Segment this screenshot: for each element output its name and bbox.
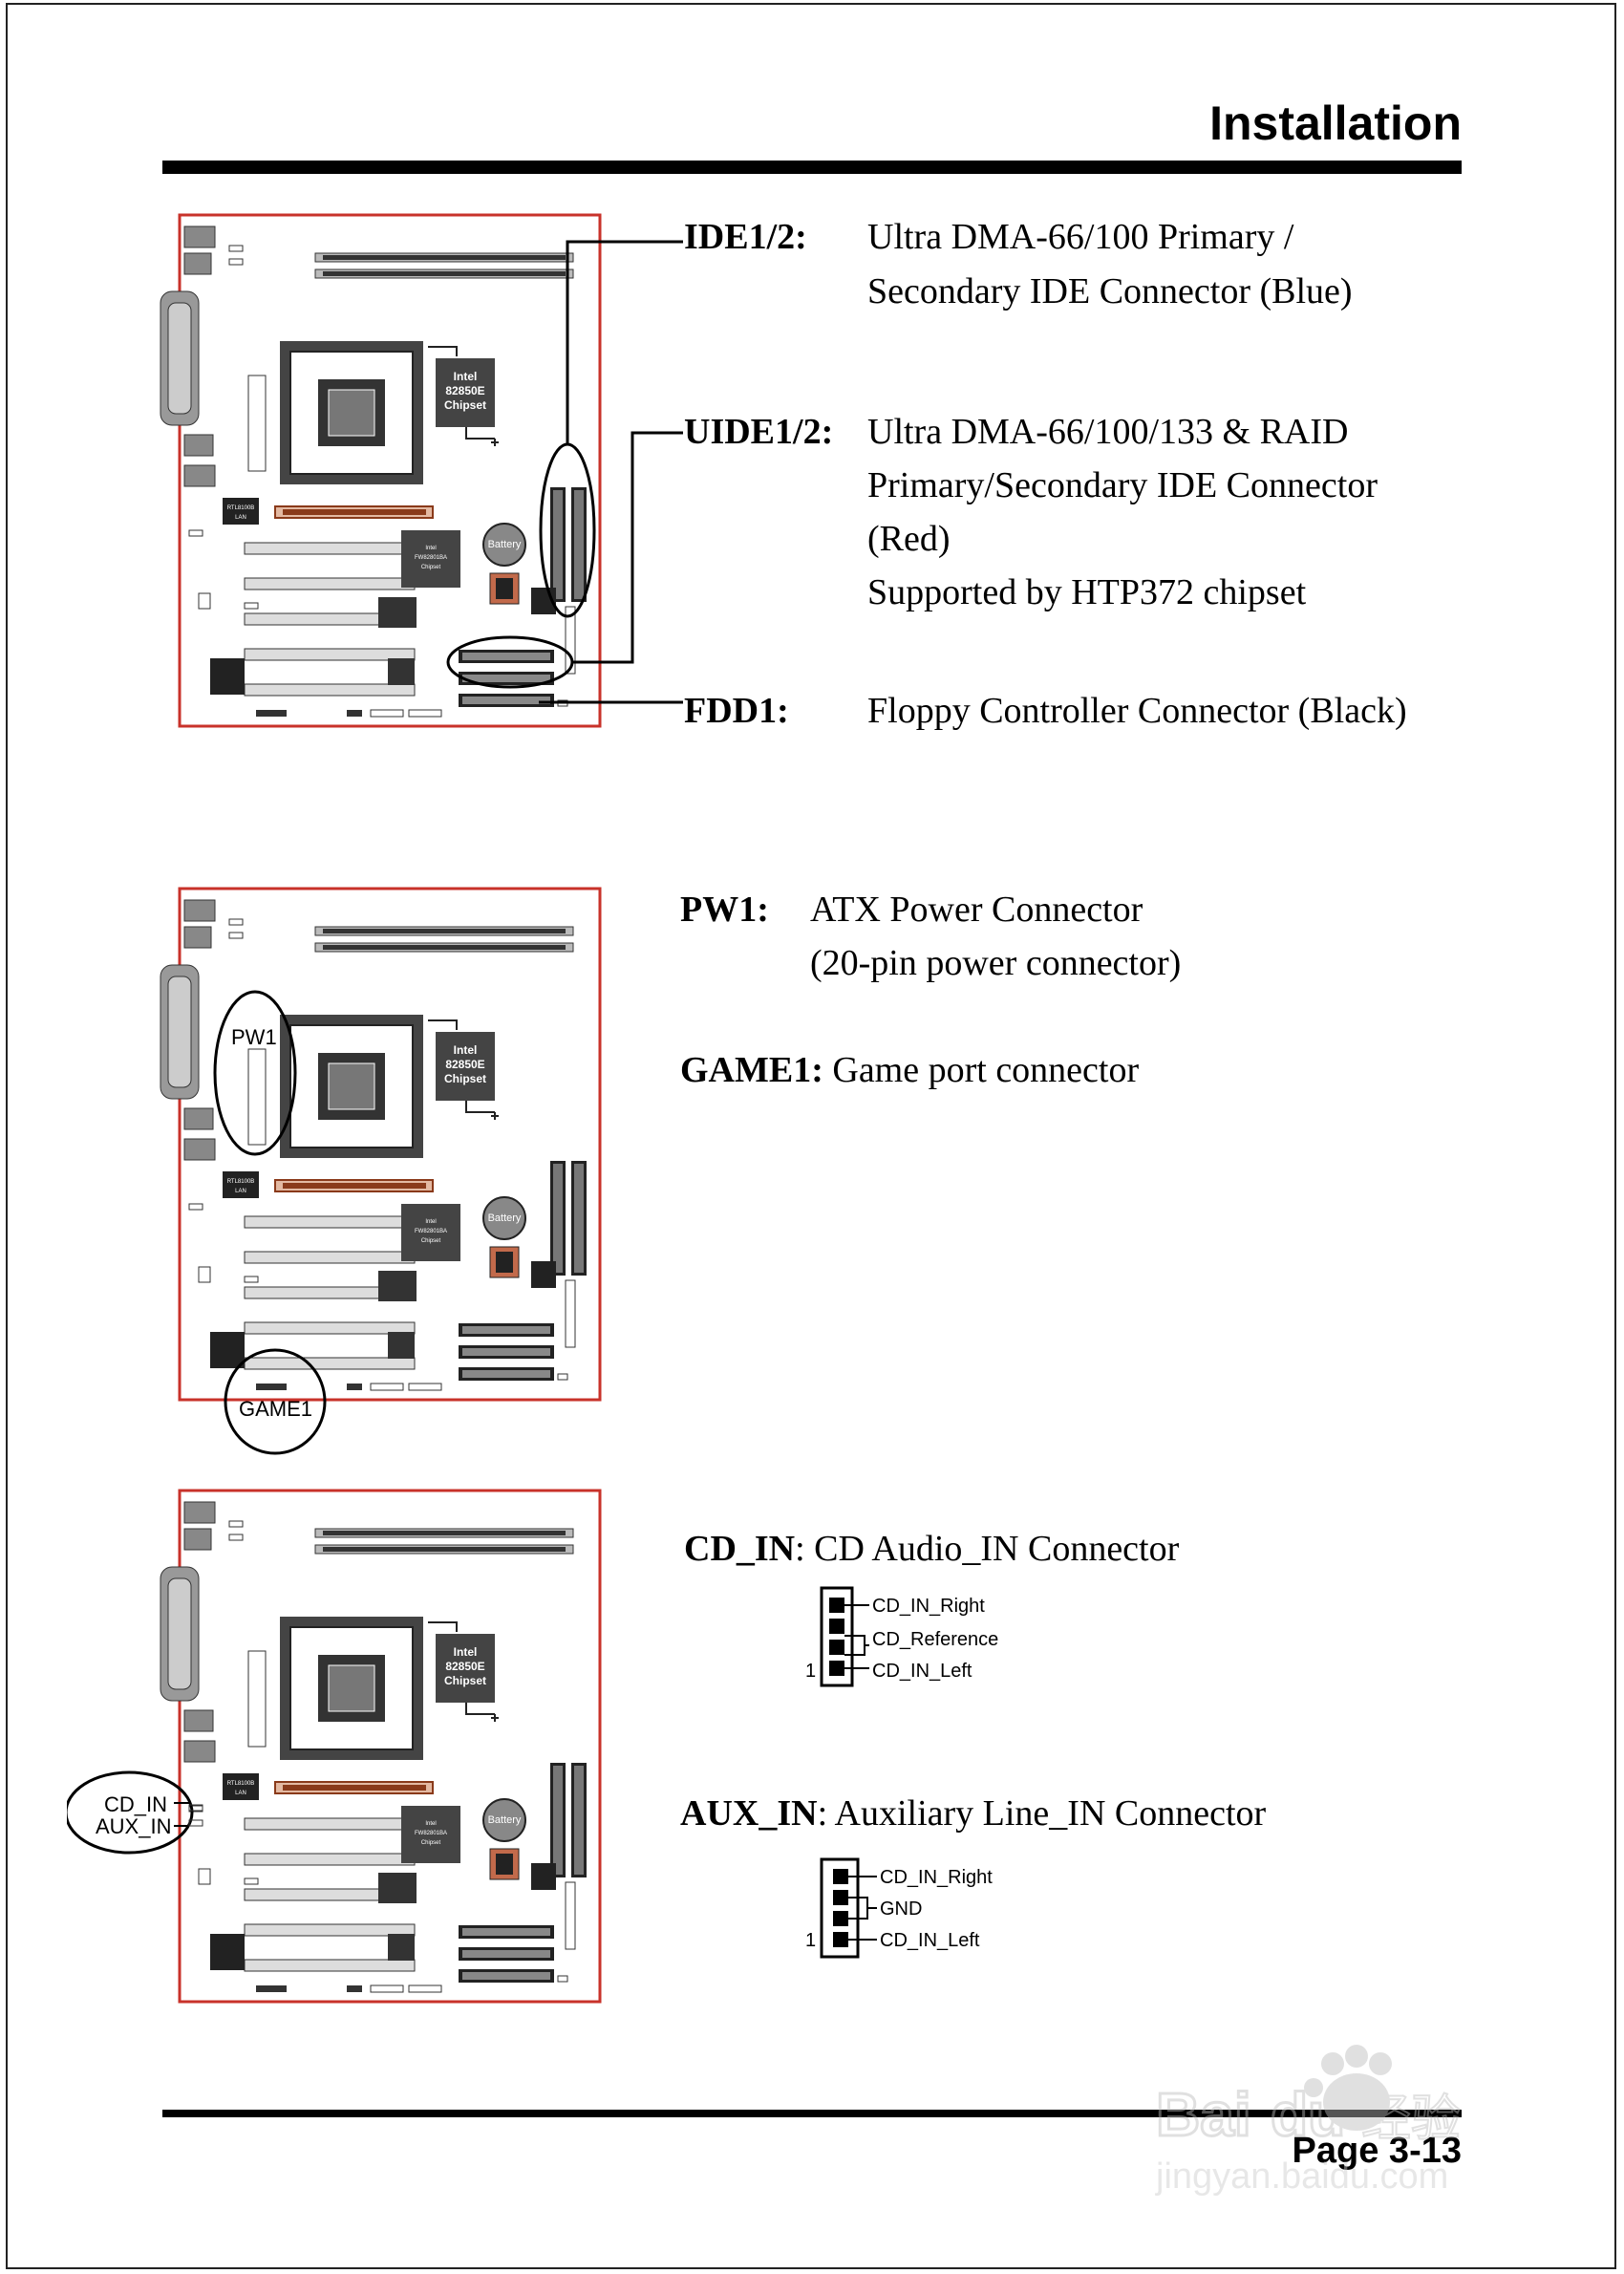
cd-in-pin1-marker: 1 [805,1661,816,1682]
uide-desc-line3: (Red) [867,519,951,559]
uide-desc-line1: Ultra DMA-66/100/133 & RAID [867,412,1349,452]
cd-in-desc: : CD Audio_IN Connector [795,1529,1180,1569]
game1-callout: GAME1 [239,1397,312,1421]
cd-in-pin-left: CD_IN_Left [872,1661,972,1682]
footer-rule [162,2110,1462,2117]
aux-in-pin-right: CD_IN_Right [880,1867,993,1888]
ide-label: IDE1/2: [684,217,807,257]
cd-in-pin-reference: CD_Reference [872,1629,998,1650]
cd-in-pinout: CD_IN_Right CD_Reference CD_IN_Left 1 [805,1586,998,1687]
pw1-desc-line2: (20-pin power connector) [810,943,1182,983]
motherboard-diagram-audio: CD_IN AUX_IN [67,1489,602,2004]
aux-in-pin-left: CD_IN_Left [880,1930,980,1951]
svg-text:经验: 经验 [1361,2091,1461,2148]
cd-in-line: CD_IN: CD Audio_IN Connector [684,1522,1179,1577]
pw1-label: PW1: [680,890,769,930]
game1-label: GAME1: [680,1050,823,1090]
fdd-label: FDD1: [684,691,789,731]
pw1-callout: PW1 [231,1025,277,1049]
aux-in-pin-gnd: GND [880,1899,922,1920]
page-number: Page 3-13 [1292,2131,1462,2171]
cd-in-callout: CD_IN [104,1792,167,1816]
page-border [6,3,1616,2269]
aux-in-callout: AUX_IN [96,1814,171,1838]
cd-in-label: CD_IN [684,1529,796,1569]
aux-in-desc: : Auxiliary Line_IN Connector [817,1793,1267,1834]
aux-in-line: AUX_IN: Auxiliary Line_IN Connector [680,1787,1266,1841]
motherboard-diagram-power: PW1 GAME1 [159,887,602,1455]
cd-in-pin-right: CD_IN_Right [872,1596,985,1617]
aux-in-label: AUX_IN [680,1793,818,1834]
page-title: Installation [1209,97,1462,150]
pw1-desc-line1: ATX Power Connector [810,890,1143,930]
ide-desc-line2: Secondary IDE Connector (Blue) [867,271,1353,311]
svg-text:Bai: Bai [1156,2080,1251,2149]
aux-in-pin1-marker: 1 [805,1930,816,1951]
svg-text:du: du [1271,2080,1345,2149]
uide-label: UIDE1/2: [684,412,834,452]
svg-text:jingyan.baidu.com: jingyan.baidu.com [1155,2156,1448,2197]
baidu-watermark-logo: Bai du 经验 jingyan.baidu.com [1155,2045,1462,2197]
motherboard-diagram-ide [159,213,683,728]
uide-desc-line2: Primary/Secondary IDE Connector [867,465,1378,505]
uide-desc-line4: Supported by HTP372 chipset [867,572,1307,612]
ide-desc-line1: Ultra DMA-66/100 Primary / [867,217,1294,257]
game1-desc: Game port connector [832,1050,1140,1090]
header-rule [162,161,1462,174]
game1-line: GAME1: Game port connector [680,1043,1139,1098]
fdd-desc: Floppy Controller Connector (Black) [867,691,1407,731]
aux-in-pinout: CD_IN_Right GND CD_IN_Left 1 [805,1857,993,1959]
